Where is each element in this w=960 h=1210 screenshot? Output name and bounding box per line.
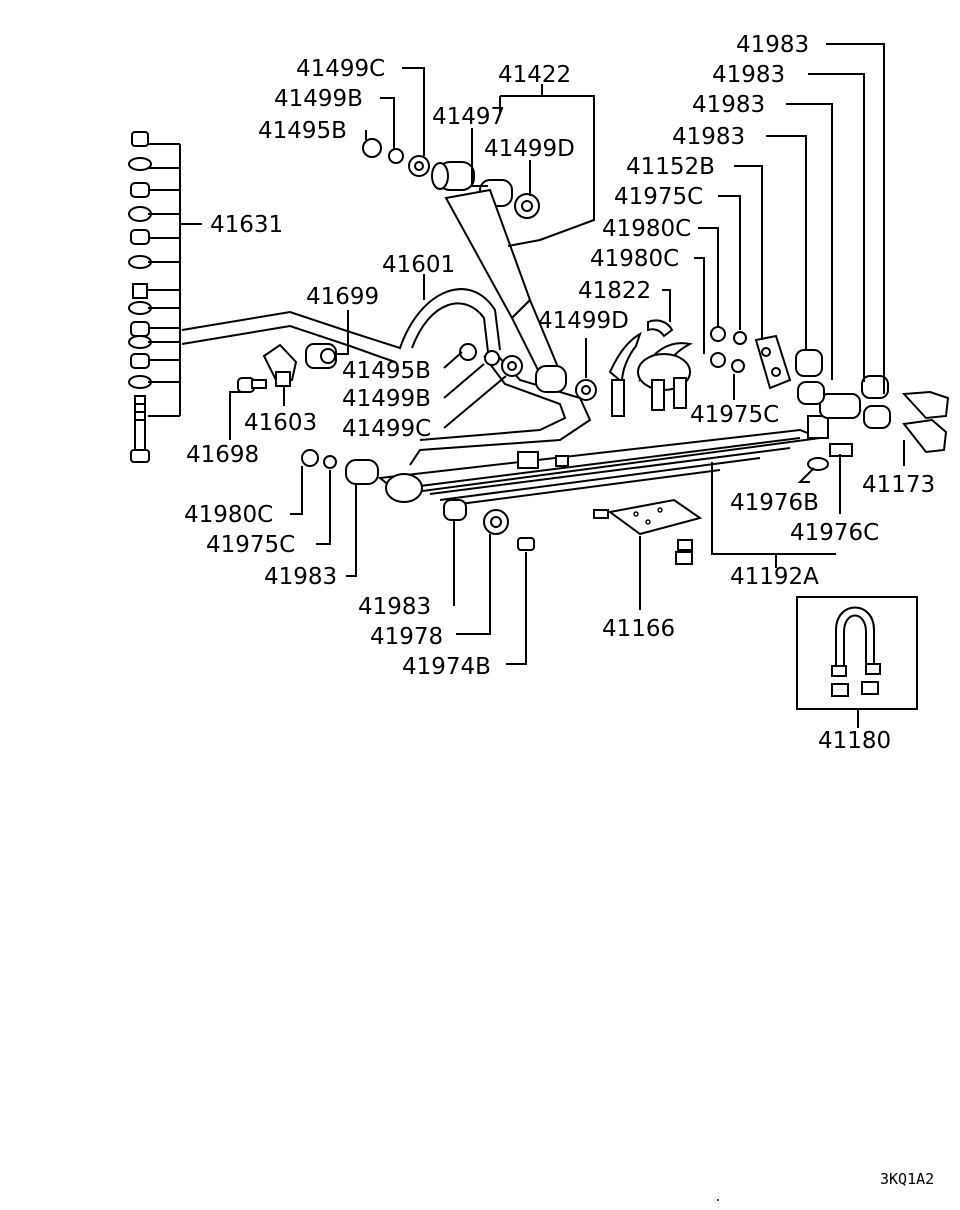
leader-lines	[148, 43, 905, 728]
callout-41499C: 41499C	[296, 56, 385, 82]
callout-41152B: 41152B	[626, 154, 715, 180]
stray-dot	[717, 1199, 719, 1201]
callout-41499C: 41499C	[342, 416, 431, 442]
u-bolt-box	[796, 596, 918, 710]
callout-41173: 41173	[862, 472, 935, 498]
shackle-assembly	[710, 326, 950, 471]
stabilizer-bushing	[237, 343, 337, 393]
callout-41631: 41631	[210, 212, 283, 238]
illustration	[128, 131, 950, 710]
callout-41980C: 41980C	[602, 216, 691, 242]
callout-labels: 41983 41983 41983 41983 41152B 41975C 41…	[184, 32, 935, 754]
callout-41980C: 41980C	[590, 246, 679, 272]
figure-code: 3KQ1A2	[880, 1170, 934, 1188]
callout-41974B: 41974B	[402, 654, 491, 680]
callout-41975C: 41975C	[614, 184, 703, 210]
callout-41499D: 41499D	[484, 136, 575, 162]
callout-41699: 41699	[306, 284, 379, 310]
callout-41822: 41822	[578, 278, 651, 304]
callout-41499B: 41499B	[274, 86, 363, 112]
callout-41983: 41983	[672, 124, 745, 150]
callout-41698: 41698	[186, 442, 259, 468]
callout-41499D: 41499D	[538, 308, 629, 334]
callout-41495B: 41495B	[258, 118, 347, 144]
callout-41976B: 41976B	[730, 490, 819, 516]
callout-41166: 41166	[602, 616, 675, 642]
callout-41983: 41983	[358, 594, 431, 620]
stabilizer-link-stack	[128, 131, 152, 463]
leaf-spring	[345, 393, 861, 505]
callout-41601: 41601	[382, 252, 455, 278]
callout-41978: 41978	[370, 624, 443, 650]
bump-stopper	[608, 319, 694, 417]
callout-41975C: 41975C	[690, 402, 779, 428]
spring-eye-hardware	[301, 449, 535, 551]
callout-41983: 41983	[736, 32, 809, 58]
callout-41499B: 41499B	[342, 386, 431, 412]
spring-seat-plate	[593, 498, 703, 565]
callout-41192A: 41192A	[730, 564, 819, 590]
callout-41603: 41603	[244, 410, 317, 436]
callout-41422: 41422	[498, 62, 571, 88]
callout-41976C: 41976C	[790, 520, 879, 546]
callout-41180: 41180	[818, 728, 891, 754]
callout-41980C: 41980C	[184, 502, 273, 528]
callout-41983: 41983	[712, 62, 785, 88]
callout-41495B: 41495B	[342, 358, 431, 384]
callout-41497: 41497	[432, 104, 505, 130]
callout-41983: 41983	[692, 92, 765, 118]
callout-41975C: 41975C	[206, 532, 295, 558]
shock-absorber	[362, 138, 597, 401]
callout-41983: 41983	[264, 564, 337, 590]
